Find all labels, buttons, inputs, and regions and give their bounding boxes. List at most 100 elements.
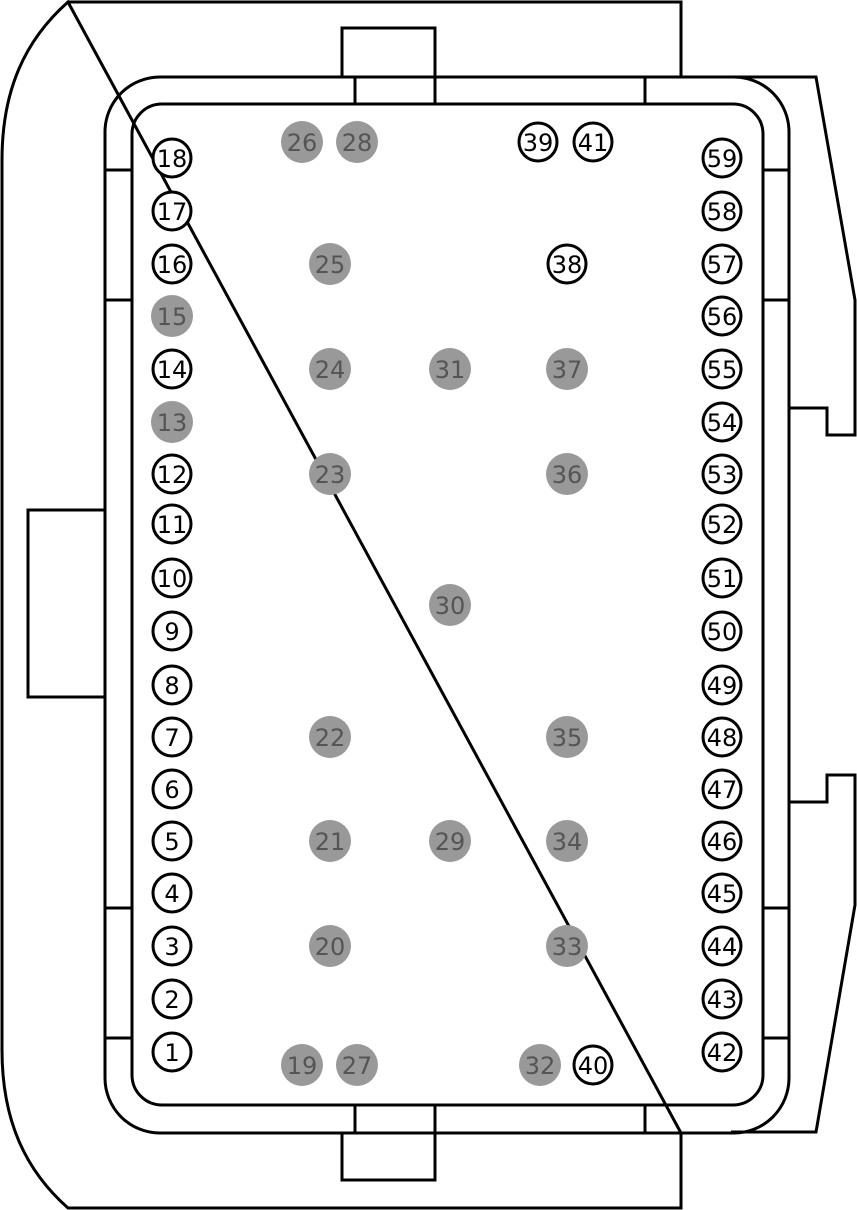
shell-inner <box>130 102 765 1107</box>
pin-label: 38 <box>552 251 583 279</box>
pin-label: 30 <box>435 592 466 620</box>
pin-label: 27 <box>342 1052 373 1080</box>
pin-label: 34 <box>552 828 583 856</box>
pin-8: 8 <box>151 664 193 706</box>
pin-57: 57 <box>701 243 743 285</box>
pin-circle <box>151 925 193 967</box>
pins-layer: 1234567891011121314151617181920212223242… <box>151 121 743 1086</box>
pin-circle <box>309 348 351 390</box>
pin-58: 58 <box>701 190 743 232</box>
pin-circle <box>701 664 743 706</box>
pin-label: 46 <box>707 828 738 856</box>
side-ribs <box>105 168 789 1040</box>
pin-circle <box>151 190 193 232</box>
pin-circle <box>701 1031 743 1073</box>
pin-label: 45 <box>707 880 738 908</box>
pin-32: 32 <box>519 1044 561 1086</box>
pin-circle <box>572 1044 614 1086</box>
pin-13: 13 <box>151 401 193 443</box>
pin-label: 12 <box>157 461 188 489</box>
pin-label: 20 <box>315 933 346 961</box>
pin-12: 12 <box>151 453 193 495</box>
pin-label: 3 <box>164 933 179 961</box>
pin-label: 23 <box>315 461 346 489</box>
pin-56: 56 <box>701 295 743 337</box>
pin-label: 55 <box>707 356 738 384</box>
pin-label: 2 <box>164 986 179 1014</box>
pin-label: 43 <box>707 986 738 1014</box>
pin-5: 5 <box>151 820 193 862</box>
pin-label: 9 <box>164 618 179 646</box>
top-key <box>340 26 647 104</box>
pin-circle <box>151 820 193 862</box>
pin-38: 38 <box>546 243 588 285</box>
shell-outer <box>103 75 791 1135</box>
pin-19: 19 <box>281 1044 323 1086</box>
pin-label: 59 <box>707 145 738 173</box>
pin-circle <box>336 1044 378 1086</box>
pin-21: 21 <box>309 820 351 862</box>
pin-circle <box>151 1031 193 1073</box>
pin-circle <box>429 820 471 862</box>
pin-53: 53 <box>701 453 743 495</box>
pin-23: 23 <box>309 453 351 495</box>
pin-circle <box>281 1044 323 1086</box>
pin-22: 22 <box>309 716 351 758</box>
pin-7: 7 <box>151 716 193 758</box>
pin-16: 16 <box>151 243 193 285</box>
pin-circle <box>281 121 323 163</box>
pin-25: 25 <box>309 243 351 285</box>
pin-circle <box>701 243 743 285</box>
pin-label: 44 <box>707 933 738 961</box>
pin-label: 1 <box>164 1039 179 1067</box>
pin-circle <box>546 925 588 967</box>
pin-2: 2 <box>151 978 193 1020</box>
pin-circle <box>151 610 193 652</box>
pin-24: 24 <box>309 348 351 390</box>
pin-circle <box>701 716 743 758</box>
pin-9: 9 <box>151 610 193 652</box>
pin-label: 49 <box>707 672 738 700</box>
pin-40: 40 <box>572 1044 614 1086</box>
pin-label: 39 <box>523 129 554 157</box>
pin-46: 46 <box>701 820 743 862</box>
pin-circle <box>309 820 351 862</box>
pin-51: 51 <box>701 557 743 599</box>
pin-circle <box>151 137 193 179</box>
pin-label: 35 <box>552 724 583 752</box>
pin-27: 27 <box>336 1044 378 1086</box>
pin-label: 56 <box>707 303 738 331</box>
pin-circle <box>429 348 471 390</box>
pin-label: 19 <box>287 1052 318 1080</box>
pin-label: 28 <box>342 129 373 157</box>
pin-circle <box>517 121 559 163</box>
pin-15: 15 <box>151 295 193 337</box>
pin-circle <box>151 401 193 443</box>
pin-circle <box>336 121 378 163</box>
pin-circle <box>151 978 193 1020</box>
pin-label: 29 <box>435 828 466 856</box>
pin-circle <box>429 584 471 626</box>
pin-26: 26 <box>281 121 323 163</box>
pin-label: 4 <box>164 880 179 908</box>
pin-circle <box>701 190 743 232</box>
pin-label: 54 <box>707 409 738 437</box>
pin-label: 40 <box>578 1052 609 1080</box>
pin-label: 5 <box>164 828 179 856</box>
pin-circle <box>309 243 351 285</box>
pin-label: 42 <box>707 1039 738 1067</box>
pin-label: 31 <box>435 356 466 384</box>
pin-48: 48 <box>701 716 743 758</box>
pin-34: 34 <box>546 820 588 862</box>
pin-circle <box>701 820 743 862</box>
pin-label: 18 <box>157 145 188 173</box>
pin-label: 13 <box>157 409 188 437</box>
pin-label: 53 <box>707 461 738 489</box>
pin-label: 11 <box>157 511 188 539</box>
pin-circle <box>151 557 193 599</box>
pin-14: 14 <box>151 348 193 390</box>
pin-label: 17 <box>157 198 188 226</box>
pin-30: 30 <box>429 584 471 626</box>
